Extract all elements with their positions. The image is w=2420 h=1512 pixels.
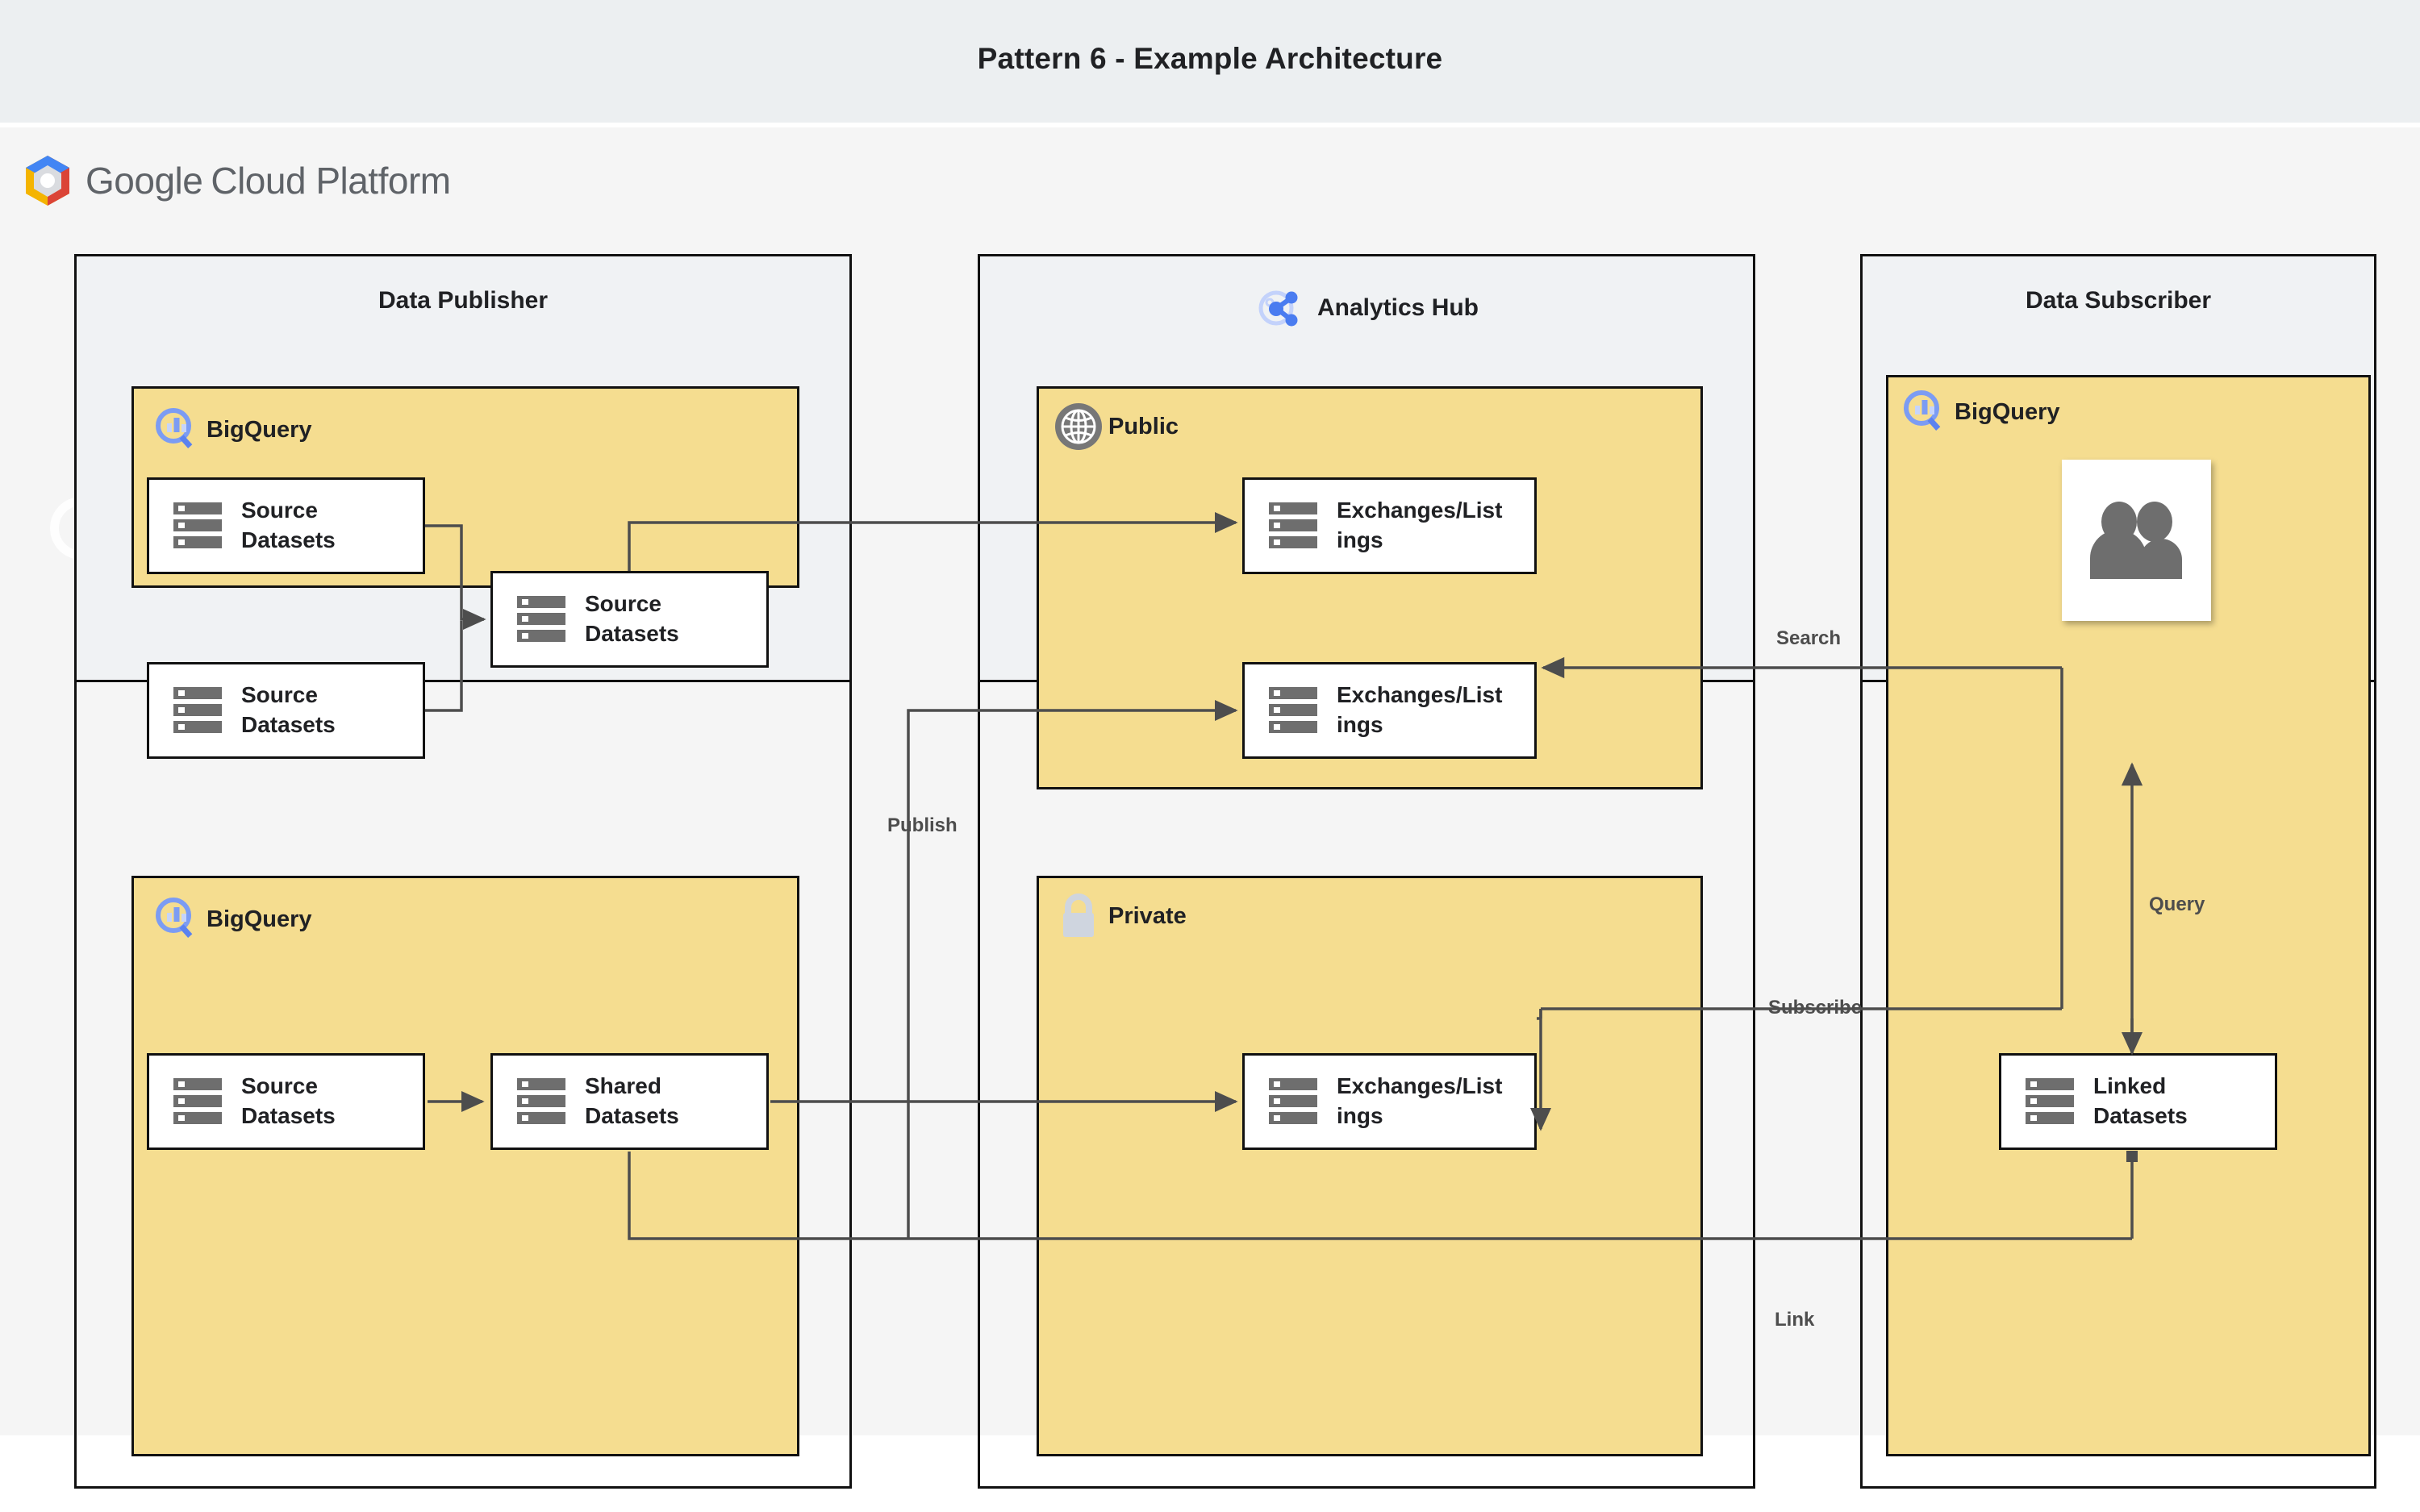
node-source-datasets-2[interactable]: Source Datasets (147, 662, 425, 759)
dataset-icon (517, 1078, 565, 1124)
analytics-hub-icon (1258, 290, 1298, 327)
group-publisher-bigquery-bottom[interactable]: BigQuery (131, 876, 799, 1456)
node-subscriber-users[interactable] (2062, 460, 2211, 621)
group-label-private: Private (1054, 891, 1187, 941)
node-label: Shared Datasets (585, 1073, 679, 1128)
dataset-icon (173, 1078, 222, 1124)
node-source-datasets-3[interactable]: Source Datasets (490, 571, 769, 668)
group-label-text: Public (1108, 413, 1179, 439)
bigquery-icon (156, 898, 193, 938)
gcp-hexagon-icon (26, 156, 69, 206)
node-source-datasets-4[interactable]: Source Datasets (147, 1053, 425, 1150)
zone-title-analytics-hub: Analytics Hub (1316, 294, 1479, 321)
group-label-text: BigQuery (207, 906, 312, 932)
group-hub-private[interactable]: Private (1037, 876, 1703, 1456)
node-label: Source Datasets (241, 498, 336, 552)
dataset-icon (173, 687, 222, 733)
node-label: Source Datasets (585, 591, 679, 646)
page-title: Pattern 6 - Example Architecture (977, 42, 1443, 75)
node-label: Source Datasets (241, 682, 336, 737)
node-linked-datasets[interactable]: Linked Datasets (1999, 1053, 2277, 1150)
zone-frame-data-publisher (74, 254, 852, 1489)
bigquery-icon (156, 408, 193, 448)
title-band: Pattern 6 - Example Architecture (0, 0, 2420, 123)
node-exchanges-listings-1[interactable]: Exchanges/Listings (1242, 477, 1537, 574)
dataset-icon (2026, 1078, 2074, 1124)
zone-title-data-subscriber: Data Subscriber (2025, 287, 2212, 314)
edge-label-subscribe: Subscribe (1768, 997, 1863, 1018)
edge-label-search: Search (1776, 627, 1842, 649)
edge-label-publish: Publish (887, 814, 958, 836)
node-label: Linked Datasets (2093, 1073, 2188, 1128)
dataset-icon (1269, 1078, 1317, 1124)
node-shared-datasets[interactable]: Shared Datasets (490, 1053, 769, 1150)
node-source-datasets-1[interactable]: Source Datasets (147, 477, 425, 574)
dataset-icon (1269, 687, 1317, 733)
node-label: Source Datasets (241, 1073, 336, 1128)
node-label: Exchanges/Listings (1337, 498, 1503, 552)
node-exchanges-listings-2[interactable]: Exchanges/Listings (1242, 662, 1537, 759)
gcp-word-cloud-platform: Cloud Platform (211, 160, 451, 202)
bigquery-icon (1904, 390, 1941, 431)
dataset-icon (173, 502, 222, 548)
group-label-bigquery-top: BigQuery (152, 405, 312, 455)
group-label-public: Public (1054, 402, 1179, 452)
group-label-bigquery-bottom: BigQuery (152, 894, 312, 944)
zone-title-analytics-hub-wrap: Analytics Hub (980, 282, 1753, 334)
gcp-word-google: Google (86, 160, 203, 202)
group-label-bigquery-subscriber: BigQuery (1900, 387, 2060, 437)
lock-icon (1063, 893, 1094, 937)
zone-frame-data-subscriber (1860, 254, 2376, 1489)
dataset-icon (1269, 502, 1317, 548)
node-label: Exchanges/Listings (1337, 682, 1503, 737)
users-icon (2089, 502, 2182, 579)
node-label: Exchanges/Listings (1337, 1073, 1503, 1128)
zone-title-data-publisher: Data Publisher (378, 287, 549, 314)
edge-label-link: Link (1775, 1309, 1815, 1331)
edge-label-query: Query (2149, 893, 2205, 915)
node-exchanges-listings-3[interactable]: Exchanges/Listings (1242, 1053, 1537, 1150)
group-label-text: BigQuery (207, 416, 312, 443)
group-label-text: BigQuery (1955, 398, 2060, 425)
group-label-text: Private (1108, 902, 1187, 929)
dataset-icon (517, 596, 565, 642)
globe-icon (1055, 403, 1102, 450)
